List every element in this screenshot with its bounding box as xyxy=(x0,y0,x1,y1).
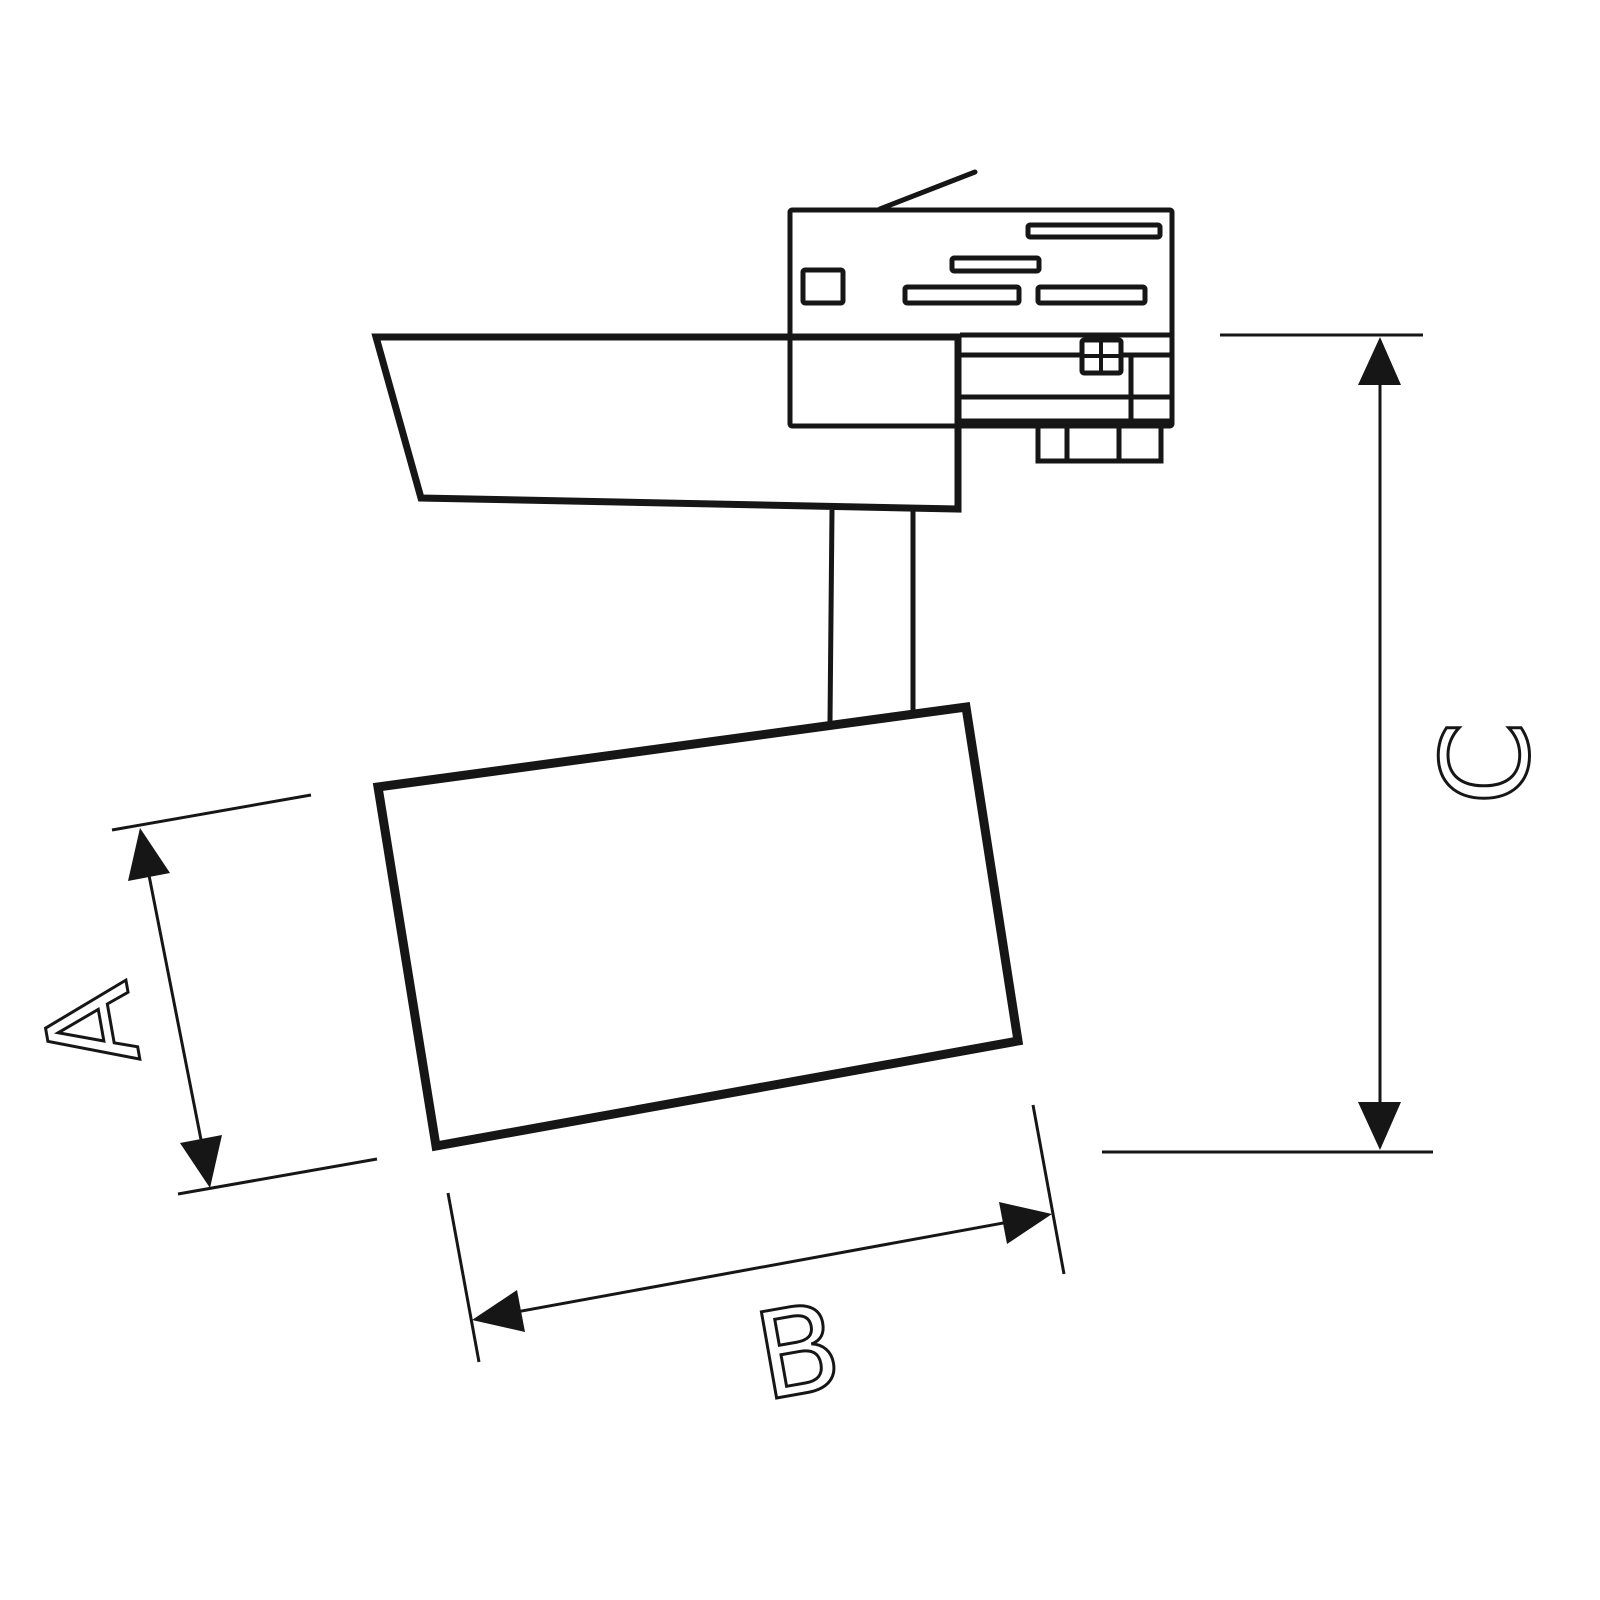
arrowhead-icon xyxy=(1358,337,1401,385)
arrowhead-icon xyxy=(180,1135,222,1188)
dimension-c: C xyxy=(1102,333,1559,1154)
extension-line xyxy=(111,793,312,832)
dimension-c-label: C xyxy=(1418,721,1557,805)
adapter-slot xyxy=(800,267,846,306)
dimension-b: B xyxy=(446,1104,1066,1430)
dimension-b-label: B xyxy=(746,1277,851,1428)
extension-line xyxy=(177,1157,378,1196)
lamp-head xyxy=(372,701,1024,1152)
adapter-body xyxy=(787,207,1175,429)
stem-line xyxy=(827,509,835,723)
adapter-slot xyxy=(1035,284,1148,306)
arrowhead-icon xyxy=(128,828,170,881)
arrowhead-icon xyxy=(472,1290,525,1332)
adapter-lever xyxy=(877,169,978,212)
dimension-line xyxy=(499,1217,1026,1317)
arrowhead-icon xyxy=(999,1202,1052,1244)
dimension-a-label: A xyxy=(17,974,168,1079)
track-adapter xyxy=(787,169,1175,464)
extension-line xyxy=(1031,1104,1066,1275)
dimension-line xyxy=(143,854,207,1161)
extension-line xyxy=(446,1192,481,1363)
adapter-slot xyxy=(1025,222,1163,240)
arrowhead-icon xyxy=(1358,1102,1401,1150)
adapter-contacts xyxy=(1035,423,1164,464)
dimension-a: A xyxy=(16,793,378,1196)
adapter-slot xyxy=(949,255,1042,274)
driver-housing xyxy=(371,333,962,513)
adapter-slot xyxy=(902,284,1022,306)
